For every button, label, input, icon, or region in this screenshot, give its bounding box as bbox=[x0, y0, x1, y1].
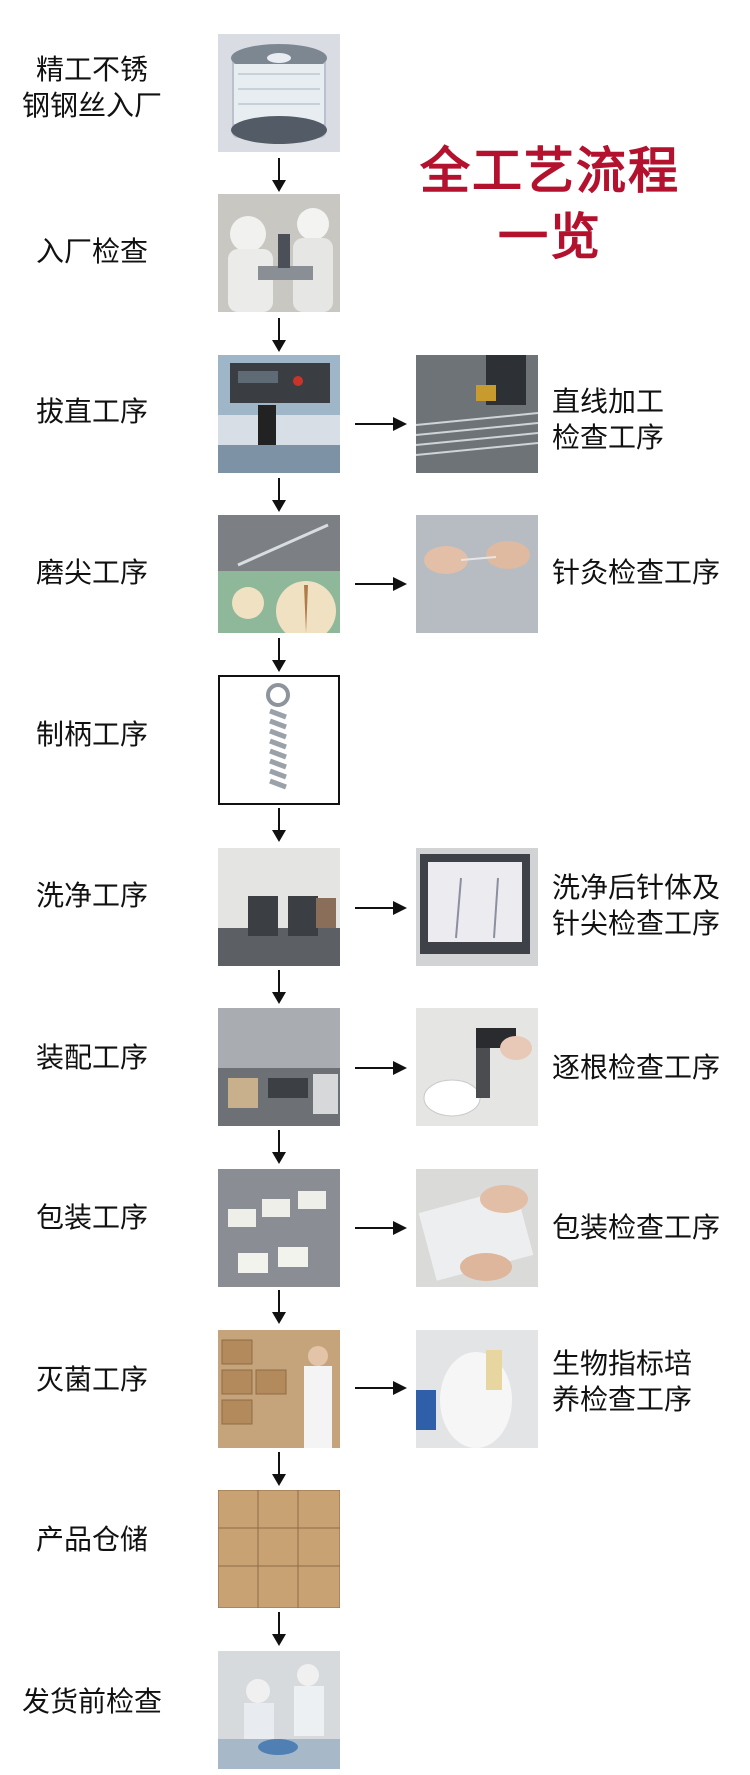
down-arrow-icon bbox=[272, 1612, 286, 1646]
step-label-cleaning: 洗净工序 bbox=[8, 878, 176, 914]
check-label-line: 针灸检查工序 bbox=[552, 556, 721, 589]
step-label-intake-inspection: 入厂检查 bbox=[8, 234, 176, 270]
photo-intake-inspection bbox=[218, 194, 340, 312]
check-label-line: 洗净后针体及 bbox=[552, 871, 721, 904]
check-label-acupuncture: 针灸检查工序 bbox=[552, 555, 742, 591]
check-label-line: 生物指标培 bbox=[552, 1347, 693, 1380]
step-label-line: 磨尖工序 bbox=[35, 556, 148, 589]
step-label-line: 钢钢丝入厂 bbox=[21, 89, 162, 122]
right-arrow-icon bbox=[355, 577, 407, 591]
check-label-cleaning: 洗净后针体及 针尖检查工序 bbox=[552, 870, 742, 942]
diagram-title: 全工艺流程 一览 bbox=[400, 138, 700, 270]
down-arrow-icon bbox=[272, 158, 286, 192]
step-label-line: 产品仓储 bbox=[35, 1523, 148, 1556]
check-label-line: 逐根检查工序 bbox=[552, 1051, 721, 1084]
step-label-sharpening: 磨尖工序 bbox=[8, 555, 176, 591]
check-label-line: 针尖检查工序 bbox=[552, 907, 721, 940]
photo-preshipment-inspection bbox=[218, 1651, 340, 1769]
photo-biological-indicator-check bbox=[416, 1330, 538, 1448]
photo-sharpening bbox=[218, 515, 340, 633]
step-label-line: 发货前检查 bbox=[21, 1685, 162, 1718]
step-label-packaging: 包装工序 bbox=[8, 1200, 176, 1236]
right-arrow-icon bbox=[355, 417, 407, 431]
check-label-line: 检查工序 bbox=[552, 421, 665, 454]
down-arrow-icon bbox=[272, 1130, 286, 1164]
step-label-handle-making: 制柄工序 bbox=[8, 717, 176, 753]
down-arrow-icon bbox=[272, 478, 286, 512]
photo-sterilization bbox=[218, 1330, 340, 1448]
step-label-line: 拔直工序 bbox=[35, 395, 148, 428]
step-label-line: 洗净工序 bbox=[35, 879, 148, 912]
title-line-2: 一览 bbox=[498, 208, 602, 266]
right-arrow-icon bbox=[355, 1221, 407, 1235]
down-arrow-icon bbox=[272, 1290, 286, 1324]
photo-acupuncture-needle-check bbox=[416, 515, 538, 633]
check-label-line: 养检查工序 bbox=[552, 1383, 693, 1416]
check-label-straightening: 直线加工 检查工序 bbox=[552, 384, 742, 456]
photo-packaging-check bbox=[416, 1169, 538, 1287]
title-line-1: 全工艺流程 bbox=[420, 142, 680, 200]
down-arrow-icon bbox=[272, 1452, 286, 1486]
photo-straightening-machine bbox=[218, 355, 340, 473]
photo-warehouse bbox=[218, 1490, 340, 1608]
right-arrow-icon bbox=[355, 1061, 407, 1075]
down-arrow-icon bbox=[272, 318, 286, 352]
step-label-line: 包装工序 bbox=[35, 1201, 148, 1234]
step-label-sterilization: 灭菌工序 bbox=[8, 1362, 176, 1398]
photo-wire-spool bbox=[218, 34, 340, 152]
step-label-line: 装配工序 bbox=[35, 1041, 148, 1074]
photo-cleaning bbox=[218, 848, 340, 966]
step-label-storage: 产品仓储 bbox=[8, 1522, 176, 1558]
down-arrow-icon bbox=[272, 808, 286, 842]
down-arrow-icon bbox=[272, 970, 286, 1004]
photo-needle-handle bbox=[218, 675, 340, 805]
photo-straightening-check bbox=[416, 355, 538, 473]
check-label-biological: 生物指标培 养检查工序 bbox=[552, 1346, 742, 1418]
check-label-one-by-one: 逐根检查工序 bbox=[552, 1050, 742, 1086]
right-arrow-icon bbox=[355, 1381, 407, 1395]
photo-cleaning-check bbox=[416, 848, 538, 966]
check-label-line: 包装检查工序 bbox=[552, 1211, 721, 1244]
step-label-wire-intake: 精工不锈 钢钢丝入厂 bbox=[8, 52, 176, 124]
step-label-straightening: 拔直工序 bbox=[8, 394, 176, 430]
step-label-line: 入厂检查 bbox=[35, 235, 148, 268]
check-label-line: 直线加工 bbox=[552, 385, 665, 418]
step-label-assembly: 装配工序 bbox=[8, 1040, 176, 1076]
step-label-line: 制柄工序 bbox=[35, 718, 148, 751]
photo-microscope-check bbox=[416, 1008, 538, 1126]
photo-assembly bbox=[218, 1008, 340, 1126]
right-arrow-icon bbox=[355, 901, 407, 915]
step-label-line: 精工不锈 bbox=[35, 53, 148, 86]
step-label-preshipment-inspection: 发货前检查 bbox=[8, 1684, 176, 1720]
check-label-packaging: 包装检查工序 bbox=[552, 1210, 742, 1246]
down-arrow-icon bbox=[272, 638, 286, 672]
photo-packaging bbox=[218, 1169, 340, 1287]
step-label-line: 灭菌工序 bbox=[35, 1363, 148, 1396]
